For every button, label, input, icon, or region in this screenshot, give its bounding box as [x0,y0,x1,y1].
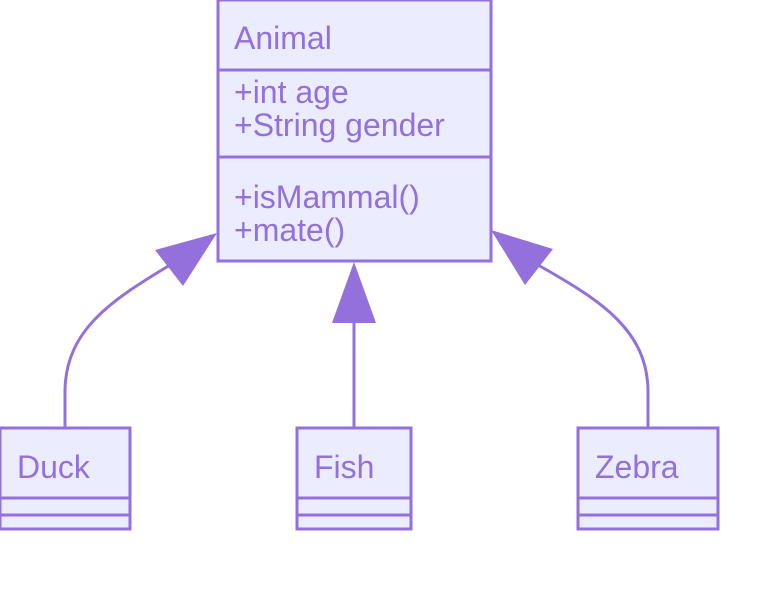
edge-duck-animal [63,263,171,428]
class-zebra-name: Zebra [595,449,679,485]
class-animal-attribute-gender: +String gender [234,107,445,143]
edge-zebra-animal [537,263,650,428]
inheritance-arrowhead-zebra [491,230,553,285]
class-fish: Fish [295,426,413,531]
class-zebra: Zebra [576,426,720,531]
class-animal-method-ismammal: +isMammal() [234,179,420,215]
class-animal-method-mate: +mate() [234,212,345,248]
class-animal: Animal +int age +String gender +isMammal… [216,0,493,263]
class-duck-name: Duck [17,449,91,485]
inheritance-arrowhead-duck [155,233,217,286]
class-fish-name: Fish [314,449,374,485]
inheritance-arrowhead-fish [332,262,376,323]
class-zebra-box [576,426,720,531]
inheritance-edges [63,230,650,428]
class-duck-box [0,426,132,531]
class-fish-box [295,426,413,531]
class-duck: Duck [0,426,132,531]
class-animal-box [216,0,493,263]
class-animal-name: Animal [234,20,332,56]
class-animal-attribute-age: +int age [234,74,349,110]
